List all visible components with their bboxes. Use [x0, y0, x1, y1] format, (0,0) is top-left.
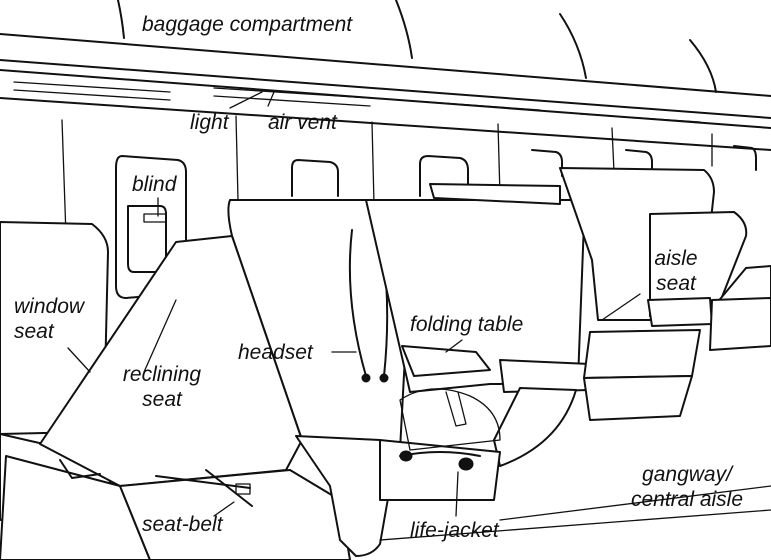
label-window-seat: window seat	[14, 294, 84, 344]
label-seat-belt: seat-belt	[142, 513, 223, 536]
label-gangway-line-2: central aisle	[630, 488, 744, 511]
life-jacket-shape	[399, 388, 501, 471]
folding-table-seat-shape	[365, 199, 591, 501]
label-window-seat-line-1: window	[14, 295, 85, 318]
label-aisle-seat: aisle seat	[642, 246, 710, 296]
seat-belt-shape	[59, 459, 253, 507]
leader-lines	[67, 91, 641, 517]
label-aisle-seat-line-2: seat	[656, 272, 696, 295]
reclining-seat-shape	[0, 199, 415, 560]
label-gangway: gangway/ central aisle	[612, 462, 762, 512]
label-window-seat-line-2: seat	[14, 320, 54, 343]
label-baggage-compartment: baggage compartment	[142, 13, 353, 36]
label-aisle-seat-line-1: aisle	[654, 247, 698, 270]
label-reclining-seat-line-1: reclining	[122, 363, 202, 386]
label-blind: blind	[132, 173, 177, 196]
label-reclining-seat-line-2: seat	[142, 388, 182, 411]
label-light: light	[190, 111, 229, 134]
baggage-compartment	[0, 0, 771, 119]
far-seats-shape	[709, 265, 771, 351]
aisle-seat-shape	[429, 167, 748, 421]
label-folding-table: folding table	[410, 313, 524, 336]
gangway-floor	[379, 485, 771, 541]
label-reclining-seat: reclining seat	[112, 362, 212, 412]
label-life-jacket: life-jacket	[410, 519, 499, 542]
passenger-service-units	[0, 69, 771, 151]
label-air-vent: air vent	[268, 111, 337, 134]
label-headset: headset	[238, 341, 313, 364]
label-gangway-line-1: gangway/	[642, 463, 732, 486]
